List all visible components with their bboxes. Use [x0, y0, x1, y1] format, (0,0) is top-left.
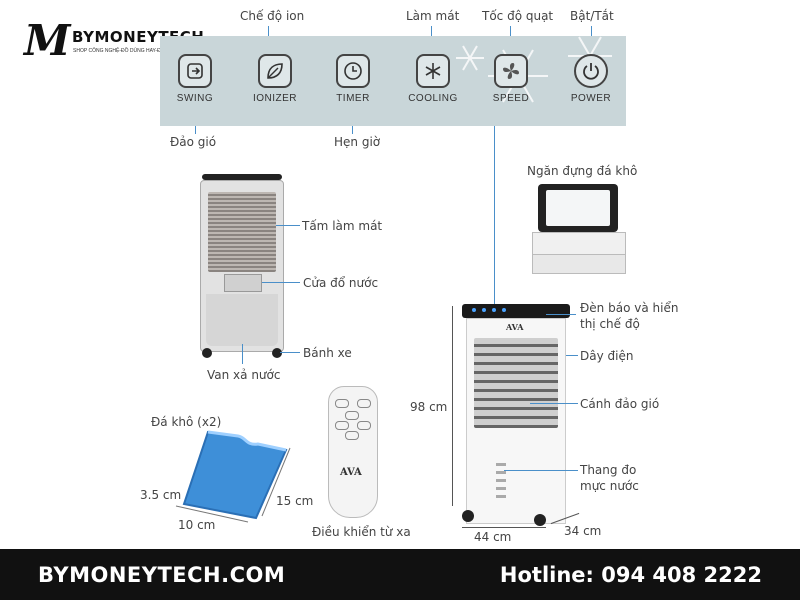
ionizer-caption: IONIZER [252, 93, 298, 104]
label-remote: Điều khiển từ xa [312, 525, 411, 539]
swing-button[interactable] [178, 54, 212, 88]
label-ionizer: Chế độ ion [240, 9, 305, 23]
leader-water-gauge [504, 470, 578, 471]
remote-image: AVA [328, 386, 378, 518]
dim-ice-width: 10 cm [178, 518, 216, 532]
cooling-pad [208, 192, 276, 272]
leader-timer [352, 126, 353, 134]
label-timer: Hẹn giờ [334, 135, 381, 149]
swing-icon [187, 63, 203, 79]
snowflake-icon [425, 63, 441, 79]
power-button[interactable] [574, 54, 608, 88]
wheel [272, 348, 282, 358]
label-wheels: Bánh xe [303, 346, 352, 360]
leader-swing [195, 126, 196, 134]
cooling-caption: COOLING [408, 93, 458, 104]
ionizer-button[interactable] [258, 54, 292, 88]
wheel [202, 348, 212, 358]
fan-icon [503, 63, 519, 79]
leader-wheels [280, 352, 300, 353]
dim-height: 98 cm [410, 400, 448, 414]
timer-button[interactable] [336, 54, 370, 88]
leader-water-door [262, 282, 300, 283]
footer-hotline[interactable]: Hotline: 094 408 2222 [499, 563, 762, 587]
water-gauge [496, 458, 506, 498]
leader-panel-to-display [494, 126, 495, 304]
label-power: Bật/Tắt [570, 9, 614, 23]
label-cooling: Làm mát [406, 9, 460, 23]
cooler-back-view [200, 174, 284, 360]
power-icon [583, 63, 599, 80]
control-panel: SWING IONIZER TIMER COOLING SPEED POWER [160, 36, 626, 126]
leader-cord [566, 355, 578, 356]
power-caption: POWER [570, 93, 612, 104]
display-panel [462, 304, 570, 318]
dimension-width-line [462, 527, 546, 528]
label-water-door: Cửa đổ nước [303, 276, 379, 290]
label-swing: Đảo gió [170, 135, 217, 149]
footer-bar [0, 549, 800, 600]
brand-tagline: SHOP CÔNG NGHỆ-ĐỒ DÙNG HAY-ĐỘC ĐÁO [73, 48, 181, 54]
leader-display [546, 314, 576, 315]
label-water-gauge: Thang đo mực nước [580, 463, 639, 493]
label-ice-pack: Đá khô (x2) [151, 415, 222, 429]
dimension-height-line [452, 306, 453, 506]
label-cord: Dây điện [580, 349, 634, 363]
water-door [224, 274, 262, 292]
label-louver: Cánh đảo gió [580, 397, 660, 411]
cooler-front-view: AVA [462, 304, 570, 528]
wheel [534, 514, 546, 526]
leader-louver [530, 403, 578, 404]
label-ice-box: Ngăn đựng đá khô [527, 164, 638, 178]
label-drain-valve: Van xả nước [207, 368, 281, 382]
logo-letter: M [24, 16, 71, 65]
dim-ice-height: 3.5 cm [140, 488, 182, 502]
leader-drain [242, 344, 243, 364]
front-brand-mark: AVA [506, 322, 524, 332]
dim-depth: 34 cm [564, 524, 602, 538]
cooling-button[interactable] [416, 54, 450, 88]
footer-website[interactable]: BYMONEYTECH.COM [38, 563, 286, 587]
clock-icon [344, 62, 362, 80]
dim-width: 44 cm [474, 530, 512, 544]
swing-caption: SWING [176, 93, 214, 104]
leaf-icon [267, 63, 283, 79]
ice-compartment-image [528, 180, 628, 276]
ice-pack-image [175, 430, 291, 523]
wheel [462, 510, 474, 522]
label-cooling-pad: Tấm làm mát [302, 219, 383, 233]
speed-caption: SPEED [492, 93, 530, 104]
speed-button[interactable] [494, 54, 528, 88]
dim-ice-length: 15 cm [276, 494, 314, 508]
label-speed: Tốc độ quạt [482, 9, 554, 23]
leader-cooling-pad [276, 225, 300, 226]
remote-brand-mark: AVA [340, 467, 362, 478]
timer-caption: TIMER [336, 93, 370, 104]
louver-grille [474, 338, 558, 428]
label-display: Đèn báo và hiển thị chế độ [580, 301, 679, 331]
